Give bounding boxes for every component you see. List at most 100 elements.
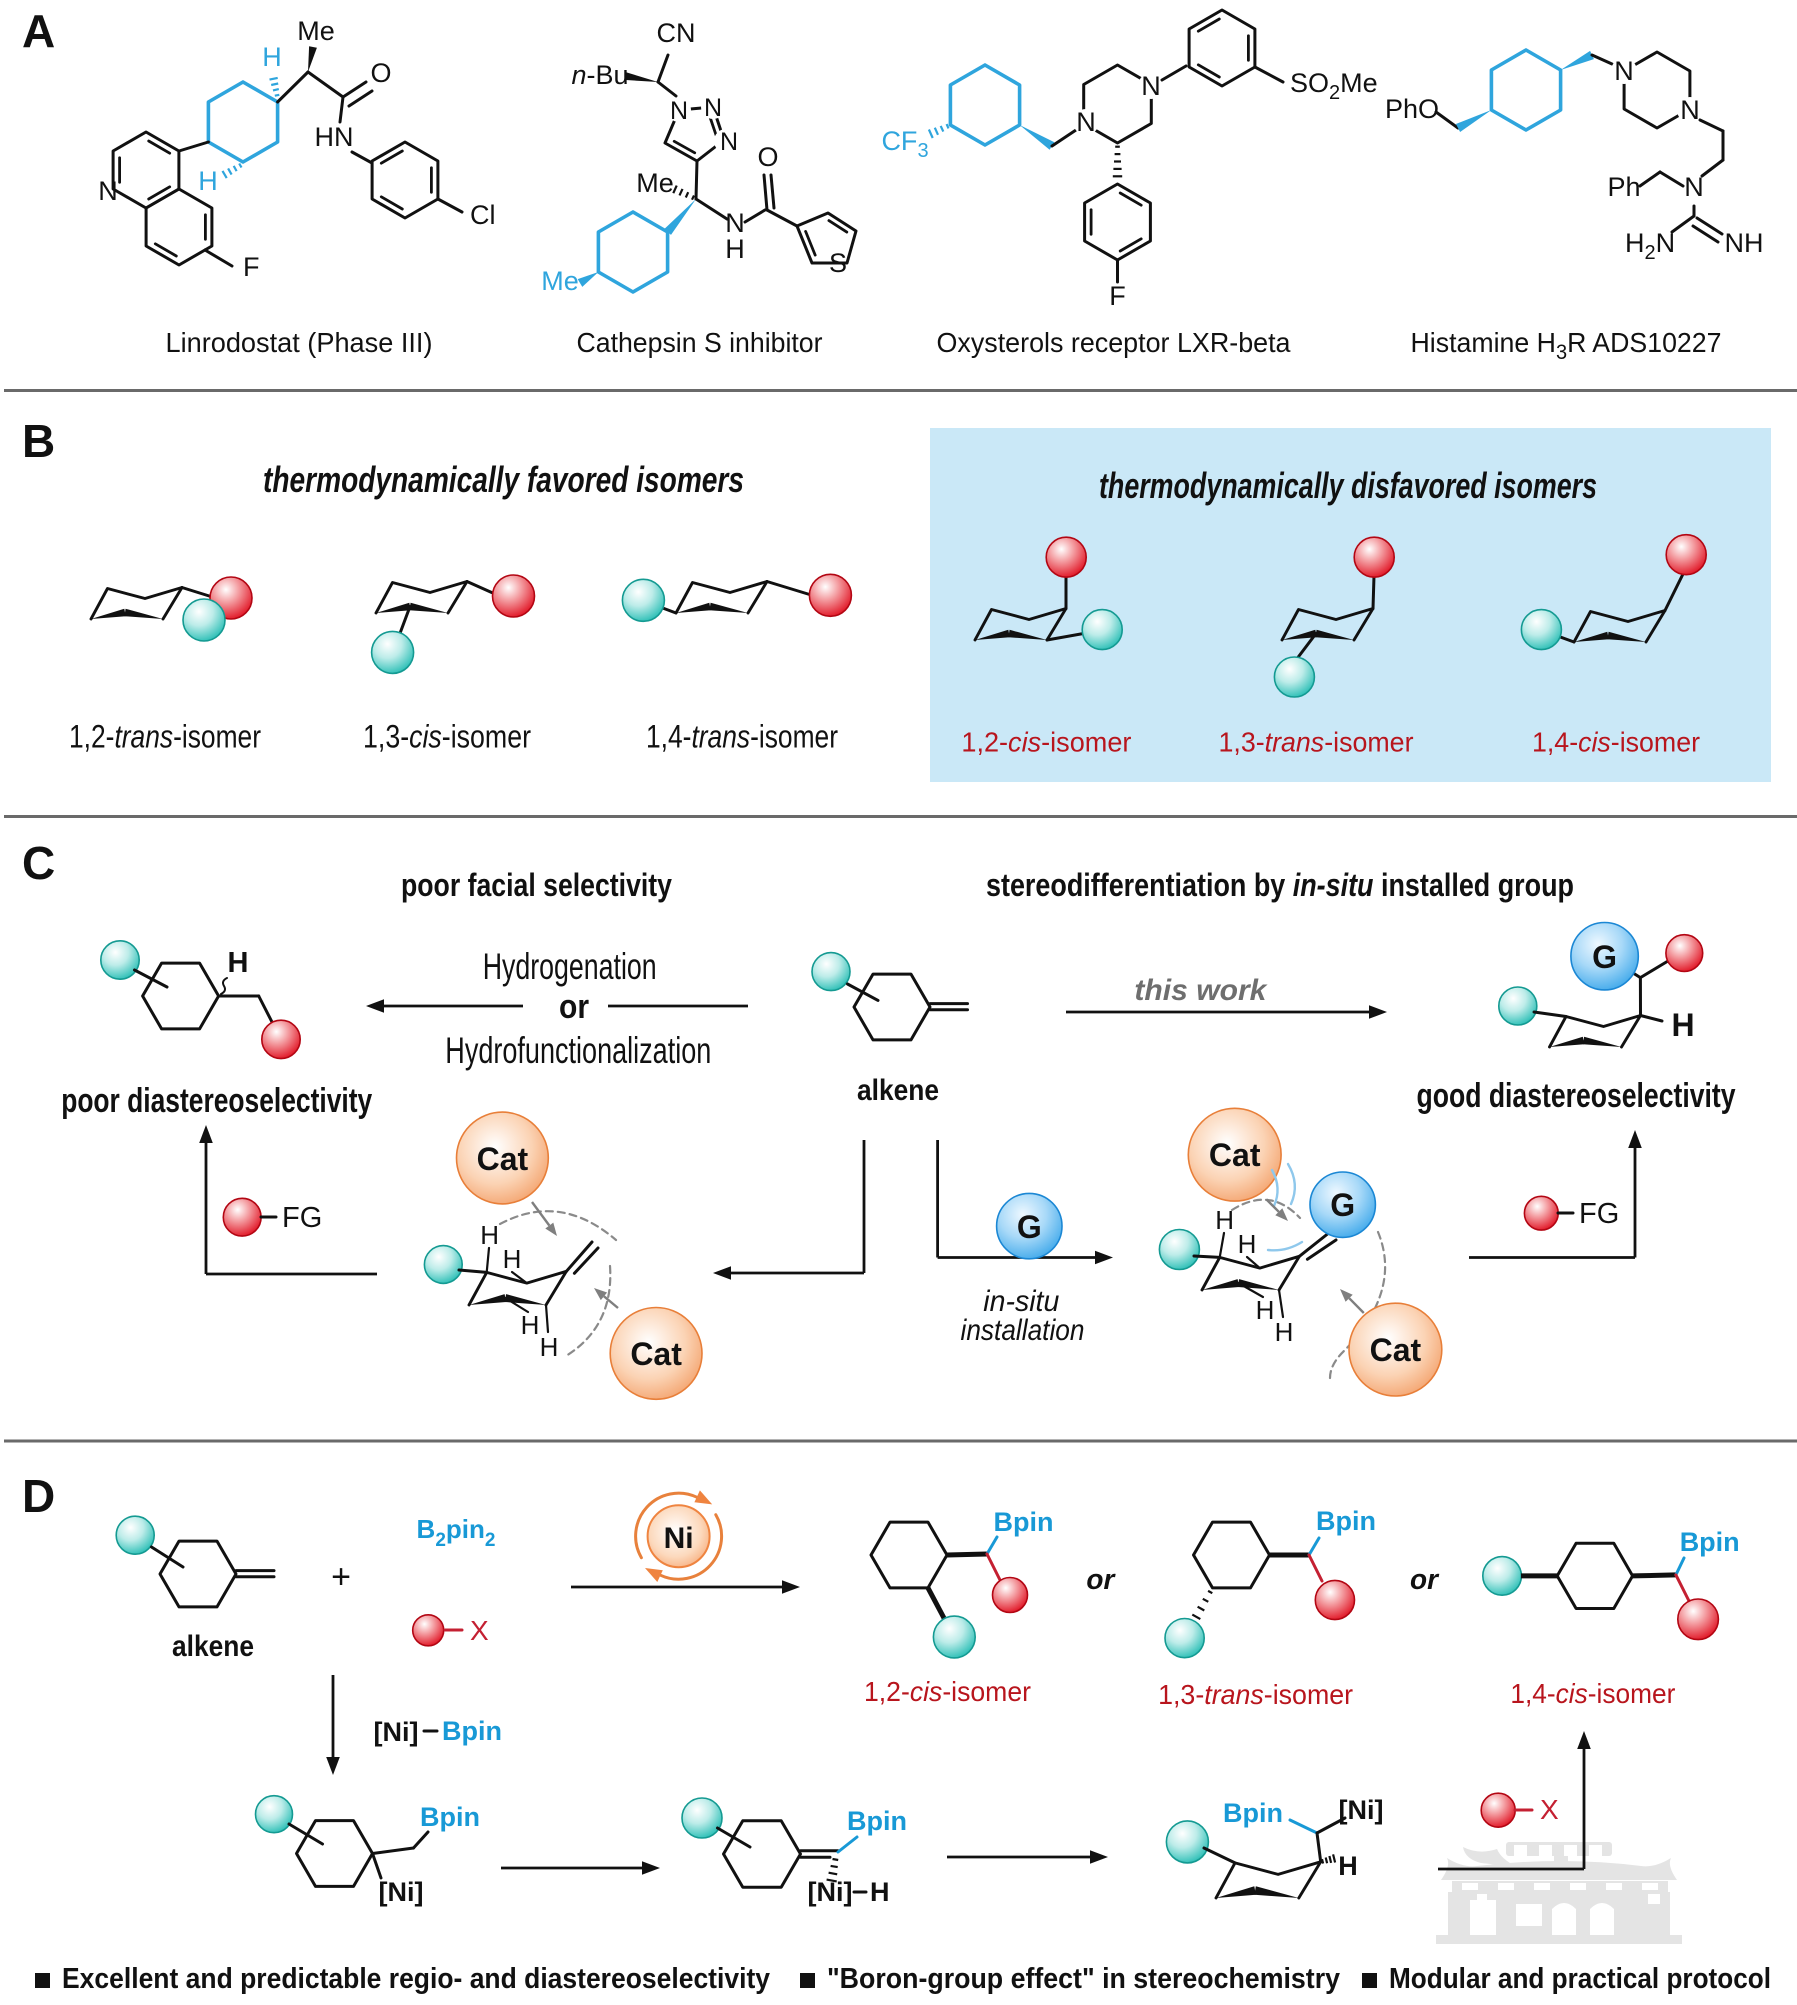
svg-text:Me: Me bbox=[541, 266, 579, 296]
svg-text:Oxysterols receptor LXR-beta: Oxysterols receptor LXR-beta bbox=[937, 327, 1291, 358]
svg-text:Bpin: Bpin bbox=[1316, 1506, 1376, 1536]
svg-text:thermodynamically favored isom: thermodynamically favored isomers bbox=[263, 459, 744, 500]
svg-text:H: H bbox=[1338, 1851, 1358, 1881]
svg-text:Modular and practical protocol: Modular and practical protocol bbox=[1389, 1963, 1771, 1995]
svg-text:Linrodostat (Phase III): Linrodostat (Phase III) bbox=[166, 327, 433, 358]
svg-text:NH: NH bbox=[1725, 228, 1764, 258]
svg-text:Cat: Cat bbox=[630, 1336, 682, 1372]
svg-text:[Ni]: [Ni] bbox=[808, 1877, 853, 1907]
svg-text:poor facial selectivity: poor facial selectivity bbox=[401, 867, 672, 903]
svg-text:1,3-cis-isomer: 1,3-cis-isomer bbox=[363, 719, 531, 755]
svg-text:H: H bbox=[1256, 1295, 1275, 1325]
svg-text:1,2-cis-isomer: 1,2-cis-isomer bbox=[864, 1676, 1031, 1707]
svg-text:N: N bbox=[1141, 71, 1161, 101]
svg-text:H: H bbox=[1671, 1007, 1694, 1043]
svg-text:1,3-trans-isomer: 1,3-trans-isomer bbox=[1219, 727, 1414, 758]
svg-text:Bpin: Bpin bbox=[1223, 1798, 1283, 1828]
svg-text:1,2-cis-isomer: 1,2-cis-isomer bbox=[961, 727, 1131, 758]
svg-text:1,4-cis-isomer: 1,4-cis-isomer bbox=[1532, 727, 1700, 758]
svg-text:N: N bbox=[1614, 56, 1634, 86]
svg-text:FG: FG bbox=[282, 1202, 322, 1234]
svg-text:FG: FG bbox=[1579, 1198, 1619, 1230]
svg-text:CN: CN bbox=[657, 18, 696, 48]
svg-text:good diastereoselectivity: good diastereoselectivity bbox=[1417, 1077, 1736, 1115]
svg-text:O: O bbox=[370, 58, 391, 88]
svg-text:1,3-trans-isomer: 1,3-trans-isomer bbox=[1158, 1679, 1353, 1710]
svg-text:N: N bbox=[1684, 172, 1704, 202]
svg-text:Bpin: Bpin bbox=[1680, 1527, 1740, 1557]
svg-text:Cl: Cl bbox=[470, 200, 496, 230]
svg-text:[Ni]: [Ni] bbox=[374, 1717, 419, 1747]
svg-text:N: N bbox=[1680, 95, 1700, 125]
svg-text:poor diastereoselectivity: poor diastereoselectivity bbox=[61, 1082, 372, 1120]
svg-text:+: + bbox=[331, 1558, 351, 1596]
svg-text:F: F bbox=[1109, 281, 1126, 311]
svg-text:N: N bbox=[720, 128, 738, 156]
svg-text:"Boron-group effect" in stereo: "Boron-group effect" in stereochemistry bbox=[827, 1963, 1340, 1995]
svg-text:A: A bbox=[22, 5, 55, 57]
svg-text:HN: HN bbox=[315, 122, 354, 152]
svg-text:H: H bbox=[503, 1244, 522, 1274]
svg-text:1,2-trans-isomer: 1,2-trans-isomer bbox=[69, 719, 261, 755]
svg-text:or: or bbox=[1410, 1564, 1440, 1596]
svg-text:H: H bbox=[725, 234, 745, 264]
svg-text:N: N bbox=[1076, 107, 1096, 137]
svg-text:Bpin: Bpin bbox=[847, 1806, 907, 1836]
svg-text:C: C bbox=[22, 837, 55, 889]
svg-text:Cat: Cat bbox=[477, 1141, 529, 1177]
svg-text:n-Bu: n-Bu bbox=[571, 60, 628, 90]
svg-text:Hydrogenation: Hydrogenation bbox=[483, 946, 657, 987]
svg-text:Hydrofunctionalization: Hydrofunctionalization bbox=[445, 1030, 711, 1071]
svg-text:N: N bbox=[670, 97, 688, 125]
svg-text:F: F bbox=[243, 252, 260, 282]
svg-text:H: H bbox=[1238, 1229, 1257, 1259]
svg-text:Bpin: Bpin bbox=[420, 1802, 480, 1832]
svg-text:Bpin: Bpin bbox=[994, 1507, 1054, 1537]
svg-text:this work: this work bbox=[1134, 974, 1267, 1007]
svg-text:H: H bbox=[198, 166, 218, 196]
svg-text:or: or bbox=[1086, 1564, 1116, 1596]
svg-text:stereodifferentiation by in-si: stereodifferentiation by in-situ install… bbox=[986, 867, 1574, 903]
svg-text:Ni: Ni bbox=[664, 1522, 694, 1555]
svg-text:or: or bbox=[559, 988, 589, 1026]
svg-text:1,4-cis-isomer: 1,4-cis-isomer bbox=[1510, 1678, 1675, 1709]
svg-text:X: X bbox=[1540, 1794, 1559, 1825]
svg-text:PhO: PhO bbox=[1385, 94, 1439, 124]
svg-text:S: S bbox=[829, 248, 847, 278]
svg-text:N: N bbox=[98, 176, 118, 206]
svg-text:Cathepsin S inhibitor: Cathepsin S inhibitor bbox=[577, 327, 823, 358]
svg-text:alkene: alkene bbox=[172, 1630, 254, 1663]
svg-text:D: D bbox=[22, 1470, 55, 1522]
svg-text:thermodynamically disfavored i: thermodynamically disfavored isomers bbox=[1099, 465, 1597, 506]
svg-text:[Ni]: [Ni] bbox=[379, 1877, 424, 1907]
svg-text:G: G bbox=[1592, 939, 1617, 975]
svg-text:H: H bbox=[1275, 1317, 1294, 1347]
svg-text:H: H bbox=[262, 42, 282, 72]
svg-text:H: H bbox=[521, 1310, 540, 1340]
svg-text:Bpin: Bpin bbox=[442, 1716, 502, 1746]
svg-text:Ph: Ph bbox=[1607, 172, 1640, 202]
svg-text:alkene: alkene bbox=[857, 1074, 939, 1107]
svg-text:O: O bbox=[757, 142, 778, 172]
svg-text:Me: Me bbox=[636, 168, 674, 198]
svg-text:Me: Me bbox=[297, 16, 335, 46]
svg-text:N: N bbox=[725, 208, 745, 238]
svg-text:H: H bbox=[1215, 1205, 1234, 1235]
svg-text:1,4-trans-isomer: 1,4-trans-isomer bbox=[646, 719, 838, 755]
svg-text:G: G bbox=[1330, 1187, 1355, 1223]
svg-text:N: N bbox=[704, 94, 722, 122]
svg-text:Cat: Cat bbox=[1209, 1137, 1261, 1173]
svg-text:in-situ: in-situ bbox=[983, 1285, 1059, 1318]
svg-text:Cat: Cat bbox=[1370, 1332, 1422, 1368]
svg-text:X: X bbox=[470, 1615, 489, 1646]
svg-text:B: B bbox=[22, 415, 55, 467]
svg-text:H: H bbox=[480, 1220, 499, 1250]
svg-text:Histamine H3R ADS10227: Histamine H3R ADS10227 bbox=[1411, 327, 1722, 364]
svg-text:installation: installation bbox=[961, 1314, 1085, 1347]
svg-text:H: H bbox=[870, 1877, 890, 1907]
svg-text:[Ni]: [Ni] bbox=[1339, 1795, 1384, 1825]
svg-text:H: H bbox=[228, 947, 249, 979]
svg-text:H: H bbox=[540, 1332, 559, 1362]
svg-text:G: G bbox=[1017, 1209, 1042, 1245]
svg-text:Excellent and predictable regi: Excellent and predictable regio- and dia… bbox=[62, 1963, 770, 1995]
